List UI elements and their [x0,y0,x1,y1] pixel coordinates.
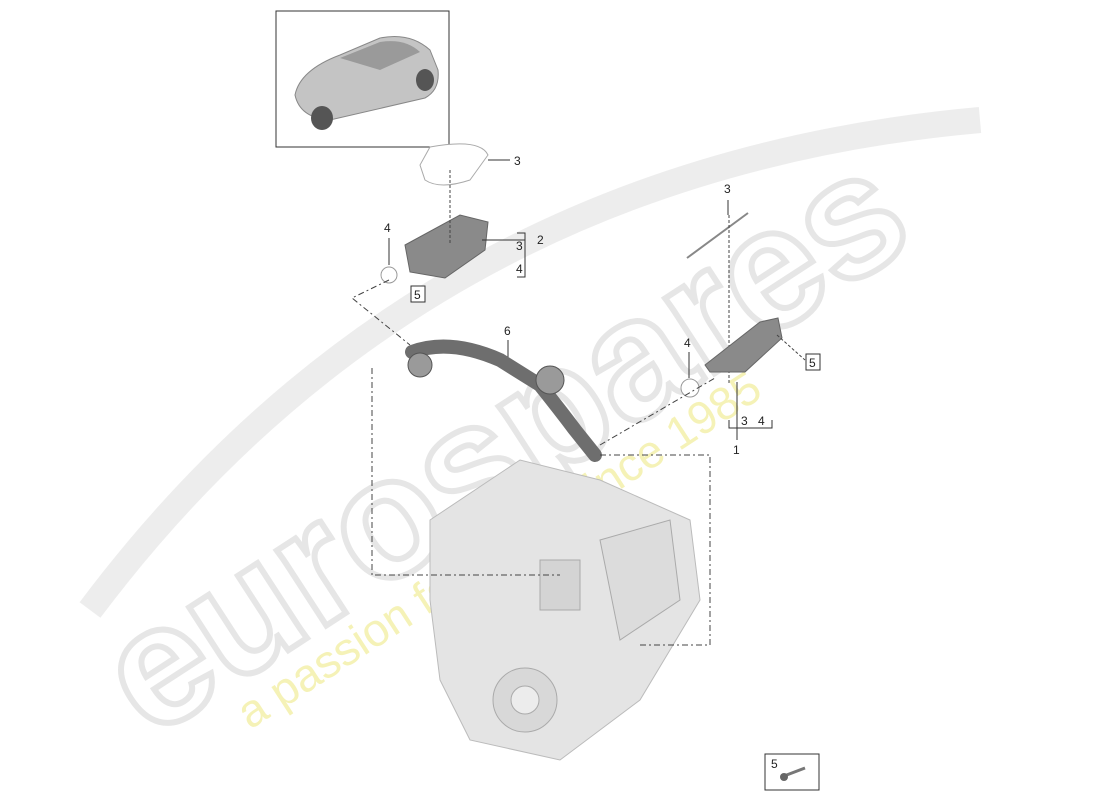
callout-4-right: 4 [684,336,691,350]
coolant-hose-6[interactable] [405,339,602,462]
legend-5-label: 5 [771,757,778,771]
intake-part-2[interactable] [404,214,489,279]
callout-4-left: 4 [384,221,391,235]
legend-bolt-5[interactable]: 5 [764,753,820,791]
callout-2-sub-4: 4 [516,262,523,276]
callout-1-sub-3: 3 [741,414,748,428]
engine-block[interactable] [429,459,701,761]
callout-6: 6 [504,324,511,338]
callout-2-sub-3: 3 [516,239,523,253]
vehicle-thumbnail[interactable] [275,10,450,148]
callout-5-left: 5 [414,288,421,302]
callout-3-top: 3 [514,154,521,168]
callout-2: 2 [537,233,544,247]
callout-1: 1 [733,443,740,457]
callout-3-right: 3 [724,182,731,196]
callout-5-right: 5 [809,356,816,370]
o-ring-right[interactable] [680,378,700,398]
intake-part-1[interactable] [704,317,783,373]
bolt-icon [783,766,806,778]
o-ring-left[interactable] [380,266,398,284]
seal-right[interactable] [686,212,749,259]
seal-top[interactable] [419,143,489,186]
callout-1-sub-4: 4 [758,414,765,428]
